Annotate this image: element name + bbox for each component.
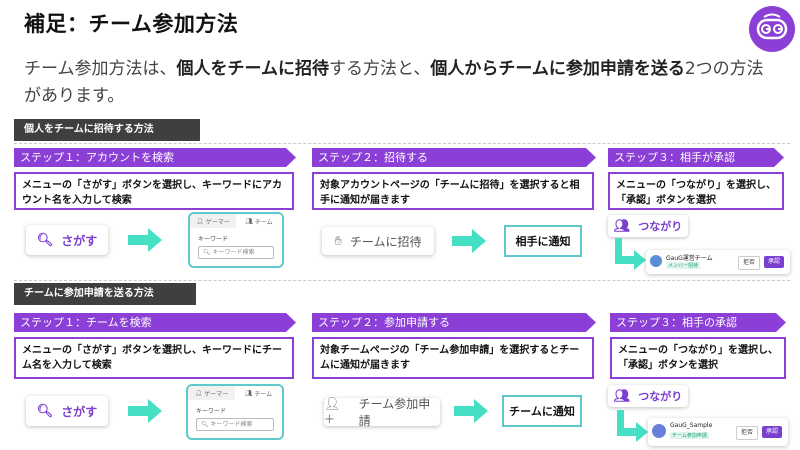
arrow-down-right-icon (615, 238, 646, 270)
arrow-right-icon (452, 229, 486, 253)
card-tag: メンバー招待 (666, 262, 701, 269)
card-name: GauG_Sample (670, 422, 713, 429)
tab-team[interactable]: 👥︎ チーム (235, 386, 282, 400)
step-header: ステップ２：参加申請する (312, 313, 596, 332)
search-panel-mock: 👤︎ ゲーマー 👥︎ チーム キーワード 🔍︎ キーワード検索 (186, 384, 284, 440)
tab-label: チーム (254, 218, 273, 226)
section-label-invite: 個人をチームに招待する方法 (14, 119, 200, 141)
step-description: メニューの「つながり」を選択し、「承認」ボタンを選択 (610, 337, 786, 379)
connections-button[interactable]: 👥︎ つながり (608, 385, 688, 407)
intro-part: 2つの方法があります。 (24, 59, 764, 106)
user-icon: 👤︎ (196, 217, 204, 225)
step-header: ステップ１：チームを検索 (14, 313, 296, 332)
keyword-input[interactable]: 🔍︎ キーワード検索 (198, 246, 274, 259)
people-icon: 👥︎ (613, 388, 631, 404)
search-panel-mock: 👤︎ ゲーマー 👥︎ チーム キーワード 🔍︎ キーワード検索 (188, 212, 284, 268)
people-icon: 👥︎ (245, 217, 253, 225)
approval-card: GauG運営チーム メンバー招待 拒否 承認 (646, 250, 790, 274)
gaug-logo (749, 6, 795, 52)
invite-to-team-button[interactable]: ✋︎ チームに招待 (322, 227, 434, 255)
people-icon: 👥︎ (244, 389, 253, 397)
add-user-icon: 👤︎+ (324, 397, 341, 427)
tab-team[interactable]: 👥︎ チーム (236, 214, 282, 228)
button-label: つながり (638, 220, 683, 233)
arrow-right-icon (128, 228, 162, 252)
button-label: さがす (61, 233, 98, 248)
keyword-label: キーワード (198, 236, 229, 243)
arrow-down-right-icon (617, 410, 648, 442)
button-label: チームに招待 (349, 234, 422, 249)
reject-button[interactable]: 拒否 (738, 256, 760, 270)
approval-card: GauG_Sample チーム参加申請 拒否 承認 (648, 418, 788, 446)
tab-label: ゲーマー (205, 218, 230, 226)
search-button[interactable]: 🔍︎ さがす (26, 396, 108, 426)
step-header: ステップ１：アカウントを検索 (14, 148, 296, 167)
tab-gamer[interactable]: 👤︎ ゲーマー (190, 214, 236, 228)
keyword-input[interactable]: 🔍︎ キーワード検索 (196, 418, 274, 431)
team-join-request-button[interactable]: 👤︎+ チーム参加申請 (324, 397, 440, 428)
button-label: チーム参加申請 (358, 397, 431, 428)
step-description: メニューの「さがす」ボタンを選択し、キーワードにチーム名を入力して検索 (14, 337, 294, 379)
arrow-right-icon (454, 399, 488, 423)
keyword-placeholder: キーワード検索 (212, 249, 255, 256)
card-tag: チーム参加申請 (670, 432, 709, 439)
intro-part: チーム参加方法は、 (24, 59, 177, 79)
card-name: GauG運営チーム (666, 255, 713, 262)
tab-label: ゲーマー (204, 390, 229, 398)
keyword-label: キーワード (196, 408, 227, 415)
tab-gamer[interactable]: 👤︎ ゲーマー (188, 386, 235, 400)
avatar (652, 424, 666, 438)
step-header: ステップ３：相手が承認 (608, 148, 784, 167)
divider (14, 280, 790, 281)
step-description: 対象アカウントページの「チームに招待」を選択すると相手に通知が届きます (312, 172, 594, 210)
people-icon: 👥︎ (613, 218, 631, 234)
step-header: ステップ２：招待する (312, 148, 596, 167)
user-icon: 👤︎ (194, 389, 203, 397)
connections-button[interactable]: 👥︎ つながり (608, 215, 688, 237)
intro-text: チーム参加方法は、個人をチームに招待する方法と、個人からチームに参加申請を送る2… (24, 56, 764, 110)
step-description: メニューの「つながり」を選択し、「承認」ボタンを選択 (608, 172, 784, 210)
step-description: メニューの「さがす」ボタンを選択し、キーワードにアカウント名を入力して検索 (14, 172, 294, 210)
arrow-right-icon (128, 399, 162, 423)
tab-label: チーム (254, 390, 273, 398)
step-description: 対象チームページの「チーム参加申請」を選択するとチームに通知が届きます (312, 337, 594, 379)
hand-icon: ✋︎ (334, 233, 342, 249)
approve-button[interactable]: 承認 (764, 256, 784, 268)
button-label: さがす (61, 404, 98, 419)
avatar (650, 255, 662, 267)
keyword-placeholder: キーワード検索 (210, 421, 253, 428)
result-box: チームに通知 (502, 395, 582, 427)
result-box: 相手に通知 (504, 225, 582, 257)
button-label: つながり (638, 390, 683, 403)
divider (14, 143, 790, 144)
reject-button[interactable]: 拒否 (736, 426, 758, 440)
intro-bold: 個人からチームに参加申請を送る (430, 59, 685, 79)
search-icon: 🔍︎ (36, 403, 54, 419)
approve-button[interactable]: 承認 (762, 426, 782, 438)
page-title: 補足：チーム参加方法 (24, 12, 239, 36)
search-button[interactable]: 🔍︎ さがす (26, 225, 108, 255)
intro-bold: 個人をチームに招待 (176, 59, 330, 79)
section-label-request: チームに参加申請を送る方法 (14, 283, 196, 305)
search-icon: 🔍︎ (36, 232, 54, 248)
intro-part: する方法と、 (329, 59, 431, 79)
step-header: ステップ３：相手の承認 (610, 313, 786, 332)
